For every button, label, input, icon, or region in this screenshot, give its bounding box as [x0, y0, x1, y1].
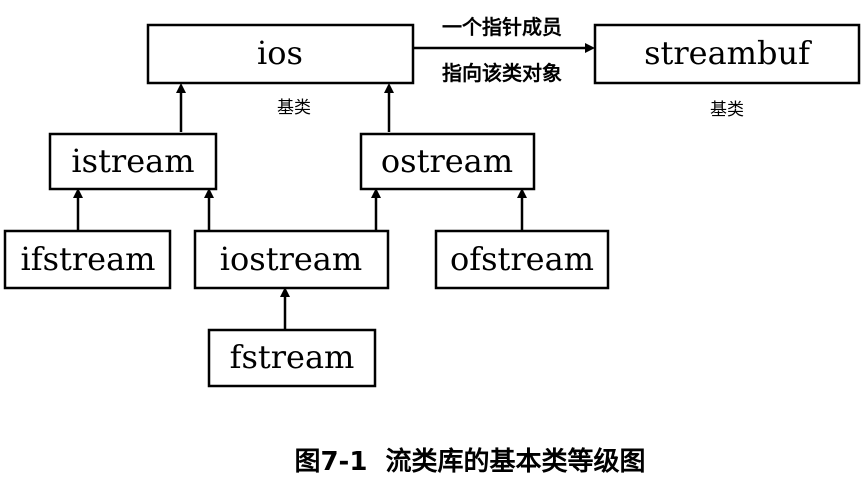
- pointer-member-label-line2: 指向该类对象: [442, 61, 562, 85]
- ios-base-label: 基类: [277, 98, 311, 118]
- class-box-ios: ios: [146, 23, 415, 85]
- class-box-streambuf: streambuf: [593, 23, 861, 85]
- class-box-ostream: ostream: [359, 132, 536, 191]
- class-name-fstream: fstream: [230, 338, 355, 376]
- class-name-ifstream: ifstream: [20, 240, 155, 278]
- class-name-ostream: ostream: [381, 142, 513, 180]
- class-name-ofstream: ofstream: [450, 240, 594, 278]
- class-box-ofstream: ofstream: [434, 229, 610, 290]
- class-name-iostream: iostream: [220, 240, 362, 278]
- class-name-streambuf: streambuf: [644, 34, 812, 72]
- streambuf-base-label: 基类: [710, 100, 744, 120]
- class-box-iostream: iostream: [193, 229, 390, 290]
- class-box-istream: istream: [48, 132, 218, 191]
- class-name-ios: ios: [257, 34, 303, 72]
- figure-caption: 图7-1 流类库的基本类等级图: [294, 446, 645, 477]
- pointer-member-label-line1: 一个指针成员: [442, 15, 562, 39]
- class-name-istream: istream: [71, 142, 194, 180]
- class-box-fstream: fstream: [207, 328, 377, 388]
- class-box-ifstream: ifstream: [3, 229, 172, 290]
